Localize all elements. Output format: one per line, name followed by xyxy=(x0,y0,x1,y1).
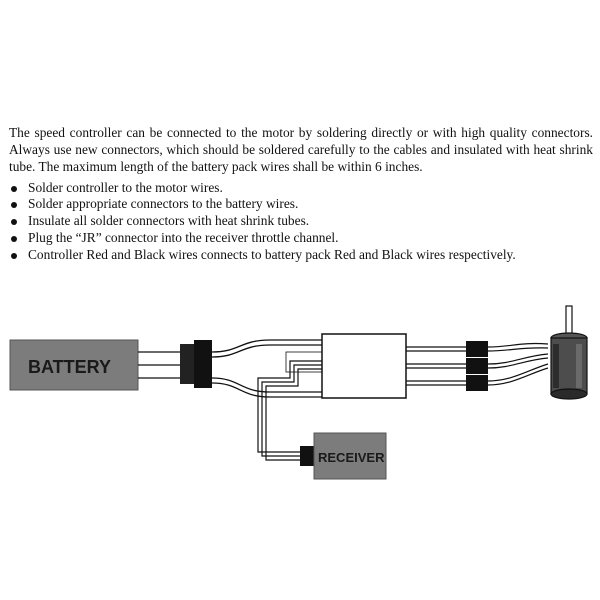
motor xyxy=(550,305,588,400)
list-item: Solder controller to the motor wires. xyxy=(9,180,593,197)
instructions: The speed controller can be connected to… xyxy=(9,124,593,264)
battery-label: BATTERY xyxy=(28,357,111,377)
motor-leads xyxy=(487,342,549,386)
list-item-text: Solder controller to the motor wires. xyxy=(28,179,223,195)
battery-connector xyxy=(180,340,212,388)
battery-wires xyxy=(138,351,180,379)
receiver-lead-wires xyxy=(257,351,323,461)
list-item-text: Solder appropriate connectors to the bat… xyxy=(28,196,299,212)
list-item: Controller Red and Black wires connects … xyxy=(9,247,593,264)
intro-paragraph: The speed controller can be connected to… xyxy=(9,125,593,175)
list-item-text: Plug the “JR” connector into the receive… xyxy=(28,230,339,245)
list-item: Insulate all solder connectors with heat… xyxy=(9,213,593,230)
bullet-icon xyxy=(11,236,17,242)
steps-list: Solder controller to the motor wires. So… xyxy=(9,180,593,264)
battery-box xyxy=(9,339,139,391)
motor-connectors xyxy=(466,341,488,391)
motor-wires xyxy=(406,346,466,386)
speed-controller-box xyxy=(321,333,407,399)
list-item-text: Insulate all solder connectors with heat… xyxy=(28,213,310,229)
receiver-label: RECEIVER xyxy=(318,450,385,465)
list-item: Plug the “JR” connector into the receive… xyxy=(9,230,593,247)
esc-input-wires xyxy=(211,339,322,398)
bullet-icon xyxy=(11,202,17,209)
receiver-jr-connector xyxy=(300,446,314,466)
list-item: Solder appropriate connectors to the bat… xyxy=(9,196,593,213)
list-item-text: Controller Red and Black wires connects … xyxy=(28,246,516,262)
receiver-box xyxy=(313,432,387,480)
bullet-icon xyxy=(11,219,17,226)
bullet-icon xyxy=(11,252,17,259)
bullet-icon xyxy=(11,185,17,192)
